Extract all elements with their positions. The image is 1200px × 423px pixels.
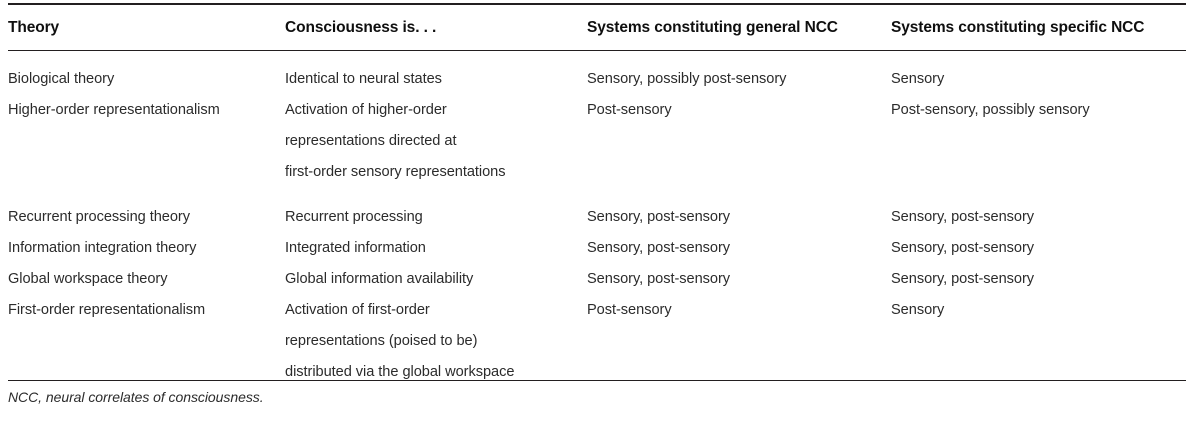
- table-top-rule: [8, 3, 1186, 5]
- cell-line: Post-sensory: [587, 102, 672, 118]
- cell-specific-ncc: Sensory: [891, 50, 1186, 95]
- table-body: Biological theory Identical to neural st…: [8, 50, 1186, 388]
- table-row: Information integration theory Integrate…: [8, 233, 1186, 264]
- cell-line: representations (poised to be): [285, 333, 478, 349]
- cell-consciousness: Global information availability: [285, 264, 587, 295]
- theory-comparison-table: Theory Consciousness is. . . Systems con…: [8, 0, 1186, 388]
- table-row: Global workspace theory Global informati…: [8, 264, 1186, 295]
- cell-line: Higher-order representationalism: [8, 102, 220, 118]
- cell-line: Integrated information: [285, 240, 426, 256]
- cell-general-ncc: Post-sensory: [587, 295, 891, 388]
- table-footnote: NCC, neural correlates of consciousness.: [8, 389, 264, 405]
- column-header-specific-ncc: Systems constituting specific NCC: [891, 19, 1145, 36]
- cell-line: Global information availability: [285, 271, 474, 287]
- cell-line: Sensory: [891, 302, 945, 318]
- table-header: Theory Consciousness is. . . Systems con…: [8, 0, 1186, 50]
- cell-general-ncc: Sensory, post-sensory: [587, 264, 891, 295]
- table-row: Higher-order representationalism Activat…: [8, 95, 1186, 188]
- column-header-consciousness: Consciousness is. . .: [285, 19, 437, 36]
- cell-specific-ncc: Post-sensory, possibly sensory: [891, 95, 1186, 188]
- cell-consciousness: Recurrent processing: [285, 202, 587, 233]
- cell-theory: Information integration theory: [8, 233, 285, 264]
- cell-line: First-order representationalism: [8, 302, 206, 318]
- cell-line: Recurrent processing: [285, 209, 423, 225]
- cell-general-ncc: Sensory, post-sensory: [587, 233, 891, 264]
- cell-line: Sensory, post-sensory: [587, 209, 731, 225]
- cell-line: Sensory, post-sensory: [587, 240, 731, 256]
- cell-line: Post-sensory: [587, 302, 672, 318]
- cell-specific-ncc: Sensory, post-sensory: [891, 264, 1186, 295]
- cell-line: Activation of higher-order: [285, 102, 447, 118]
- table-bottom-rule: [8, 380, 1186, 381]
- cell-line: Sensory, possibly post-sensory: [587, 71, 787, 87]
- cell-theory: First-order representationalism: [8, 295, 285, 388]
- cell-theory: Global workspace theory: [8, 264, 285, 295]
- cell-line: Biological theory: [8, 71, 115, 87]
- cell-general-ncc: Post-sensory: [587, 95, 891, 188]
- cell-line: Sensory, post-sensory: [891, 271, 1035, 287]
- table-header-row: Theory Consciousness is. . . Systems con…: [8, 0, 1186, 50]
- cell-line: distributed via the global workspace: [285, 364, 515, 380]
- cell-line: representations directed at: [285, 133, 457, 149]
- table-row: Biological theory Identical to neural st…: [8, 50, 1186, 95]
- cell-theory: Higher-order representationalism: [8, 95, 285, 188]
- cell-general-ncc: Sensory, post-sensory: [587, 202, 891, 233]
- cell-line: Recurrent processing theory: [8, 209, 190, 225]
- cell-theory: Recurrent processing theory: [8, 202, 285, 233]
- table-row: First-order representationalism Activati…: [8, 295, 1186, 388]
- cell-line: first-order sensory representations: [285, 164, 506, 180]
- cell-specific-ncc: Sensory, post-sensory: [891, 202, 1186, 233]
- cell-line: Sensory, post-sensory: [891, 240, 1035, 256]
- column-header-general-ncc: Systems constituting general NCC: [587, 19, 838, 36]
- cell-specific-ncc: Sensory: [891, 295, 1186, 388]
- cell-specific-ncc: Sensory, post-sensory: [891, 233, 1186, 264]
- row-spacer: [8, 188, 1186, 202]
- cell-general-ncc: Sensory, possibly post-sensory: [587, 50, 891, 95]
- cell-line: Identical to neural states: [285, 71, 442, 87]
- table-row: Recurrent processing theory Recurrent pr…: [8, 202, 1186, 233]
- cell-line: Global workspace theory: [8, 271, 168, 287]
- cell-line: Post-sensory, possibly sensory: [891, 102, 1090, 118]
- cell-consciousness: Identical to neural states: [285, 50, 587, 95]
- cell-theory: Biological theory: [8, 50, 285, 95]
- table-header-rule: [8, 50, 1186, 51]
- cell-line: Sensory, post-sensory: [587, 271, 731, 287]
- cell-consciousness: Integrated information: [285, 233, 587, 264]
- cell-line: Sensory, post-sensory: [891, 209, 1035, 225]
- cell-consciousness: Activation of higher-order representatio…: [285, 95, 587, 188]
- cell-line: Information integration theory: [8, 240, 197, 256]
- cell-consciousness: Activation of first-order representation…: [285, 295, 587, 388]
- cell-line: Activation of first-order: [285, 302, 430, 318]
- column-header-theory: Theory: [8, 19, 60, 36]
- cell-line: Sensory: [891, 71, 945, 87]
